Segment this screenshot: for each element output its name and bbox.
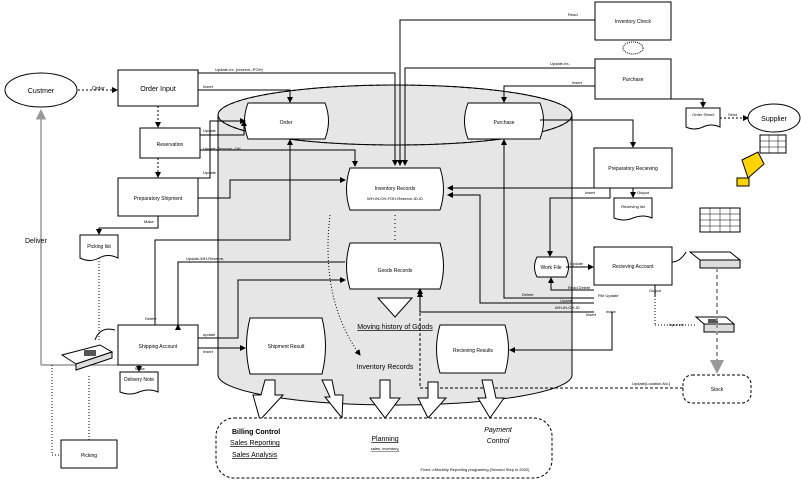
output-arrows (252, 379, 505, 421)
pallet-boxes-icon (759, 134, 787, 154)
handheld-scanner-icon (60, 328, 116, 371)
material-circle (622, 41, 644, 55)
svg-text:Update(Location-No.): Update(Location-No.) (632, 381, 671, 386)
stock-entity[interactable]: Stock (682, 374, 752, 404)
svg-text:Order Input: Order Input (140, 86, 175, 93)
svg-text:Update: Update (203, 170, 217, 175)
svg-text:Inventory Records: Inventory Records (375, 186, 416, 192)
delivery-note-document[interactable]: Delivery Note (119, 371, 159, 395)
customer-entity[interactable]: Custmer (4, 72, 78, 108)
inventory-records-label: Inventory Records (357, 364, 414, 371)
svg-text:Update: Update (570, 261, 584, 266)
customer-label: Custmer (28, 88, 55, 95)
input-device-icon (694, 316, 736, 333)
svg-text:Read Delete: Read Delete (568, 285, 591, 290)
recieving-account-process[interactable]: Recieving Account (593, 246, 673, 286)
forklift-icon (736, 151, 765, 187)
inventory-check-process[interactable]: Inventory Check (594, 1, 672, 41)
planning-sub-label: sales, inventory, (371, 446, 400, 451)
svg-text:Delete: Delete (522, 292, 534, 297)
footnote: Fixed ⇒Monthly Reporting programing (Sec… (421, 467, 531, 472)
picking-list-document[interactable]: Picking list (79, 234, 119, 261)
svg-text:Recieving list: Recieving list (621, 204, 645, 209)
input-etc-label: input etc (669, 322, 684, 327)
reporting-box: Billing Control Sales Reporting Sales An… (215, 417, 553, 479)
svg-text:Output: Output (649, 288, 662, 293)
svg-text:Purchase: Purchase (493, 120, 514, 126)
purchase-process[interactable]: Purchase (594, 58, 672, 100)
svg-text:Reservation: Reservation (157, 142, 184, 148)
planning-label: Planning (371, 436, 398, 443)
reservation-process[interactable]: Reservation (139, 127, 201, 159)
order-input-process[interactable]: Order Input (117, 69, 199, 107)
purchase-store[interactable]: Purchase (464, 102, 544, 140)
svg-text:Delete: Delete (145, 316, 157, 321)
moving-history-label: Moving history of Goods (357, 324, 433, 331)
svg-text:Shipping Account: Shipping Account (139, 344, 178, 350)
payment-control-label-2: Control (487, 438, 510, 445)
scanner-box-icon (671, 251, 742, 269)
payment-control-label: Payment (484, 427, 513, 434)
order-flow-label: Order (92, 86, 105, 92)
svg-text:Preparatory Shipment: Preparatory Shipment (134, 196, 183, 202)
order-sheet-document[interactable]: Order Sheet (685, 107, 721, 130)
svg-text:Make: Make (144, 219, 155, 224)
svg-text:Insert: Insert (572, 80, 583, 85)
work-file-store[interactable]: Work File (534, 256, 569, 278)
svg-text:Recieving Results: Recieving Results (453, 348, 494, 354)
svg-text:Stock: Stock (711, 387, 724, 393)
inventory-records-store[interactable]: Inventory Records WH-IN-OH-FOH-Reserve-I… (346, 167, 444, 211)
preparatory-recieving-process[interactable]: Preparatory Recieving (593, 147, 673, 189)
svg-text:Update-Reserve,-OH: Update-Reserve,-OH (203, 146, 241, 151)
svg-text:Read: Read (568, 12, 578, 17)
send-label: Send (728, 112, 737, 117)
billing-control-label: Billing Control (232, 429, 280, 436)
svg-text:Output: Output (637, 190, 650, 195)
svg-text:Insert: Insert (585, 190, 596, 195)
svg-text:Update-WH-Reserve,: Update-WH-Reserve, (186, 256, 224, 261)
svg-text:Goods Records: Goods Records (378, 268, 413, 274)
svg-text:Picking list: Picking list (87, 244, 111, 250)
goods-records-store[interactable]: Goods Records (346, 242, 444, 290)
svg-text:update: update (203, 332, 216, 337)
svg-text:Work File: Work File (540, 265, 561, 271)
svg-text:Purchase: Purchase (622, 77, 643, 83)
svg-text:Make: Make (135, 366, 146, 371)
preparatory-shipment-process[interactable]: Preparatory Shipment (117, 177, 199, 217)
shipment-result-store[interactable]: Shipment Result (246, 317, 326, 375)
picking-entity[interactable]: Picking (60, 439, 118, 469)
svg-text:Insert: Insert (203, 349, 214, 354)
svg-text:Supplier: Supplier (761, 116, 787, 123)
recieving-results-store[interactable]: Recieving Results (436, 324, 509, 374)
svg-text:Update: Update (560, 298, 574, 303)
svg-text:Shipment Result: Shipment Result (268, 344, 305, 350)
sales-analysis-label: Sales Analysis (232, 452, 278, 459)
svg-text:WH-IN-OH-FOH-Reserve-ID-ID: WH-IN-OH-FOH-Reserve-ID-ID (367, 196, 423, 201)
svg-text:Delivery Note: Delivery Note (124, 377, 154, 383)
pallet-stack-icon (699, 207, 741, 233)
svg-text:Insert: Insert (203, 84, 214, 89)
update-top-label: Update-ex. (reserve,-POH) (215, 67, 263, 72)
order-store[interactable]: Order (244, 102, 329, 140)
svg-text:Order Sheet: Order Sheet (692, 112, 715, 117)
svg-text:Update-ex-: Update-ex- (550, 61, 570, 66)
shipping-account-process[interactable]: Shipping Account (117, 324, 199, 366)
svg-text:Inventory Check: Inventory Check (615, 19, 652, 25)
svg-text:Recieving Account: Recieving Account (612, 264, 654, 270)
deliver-label: Deliver (25, 238, 47, 245)
svg-text:Preparatory Recieving: Preparatory Recieving (608, 166, 658, 172)
recieving-list-document[interactable]: Recieving list (613, 197, 653, 221)
svg-text:File Update: File Update (598, 293, 619, 298)
svg-text:Picking: Picking (81, 453, 97, 459)
svg-text:Insert: Insert (586, 312, 597, 317)
supplier-entity[interactable]: Supplier (747, 103, 801, 133)
sales-reporting-label: Sales Reporting (230, 440, 280, 447)
svg-text:make: make (606, 309, 617, 314)
svg-text:Order: Order (280, 120, 293, 126)
svg-text:WH-IN-OH-ID: WH-IN-OH-ID (555, 305, 580, 310)
